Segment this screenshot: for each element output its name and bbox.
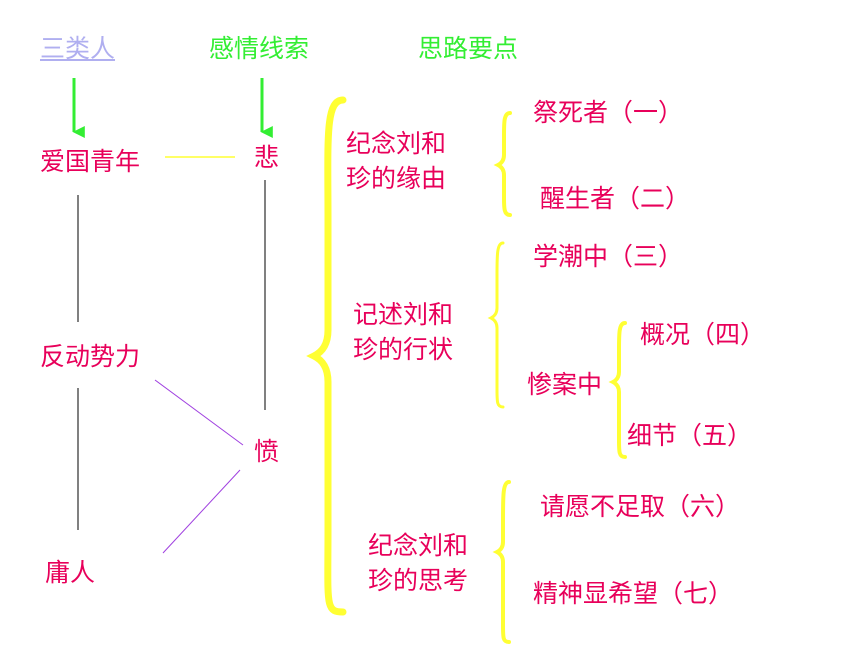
person-reactionary: 反动势力 xyxy=(40,342,141,371)
point-label-reason: 纪念刘和珍的缘由 xyxy=(346,129,447,193)
point-item-details: 细节（五） xyxy=(627,421,753,450)
point-item-student-movement: 学潮中（三） xyxy=(533,242,684,271)
connector-mediocre-anger xyxy=(162,469,241,554)
emotion-grief: 悲 xyxy=(254,143,280,172)
point-label-thoughts: 纪念刘和珍的思考 xyxy=(368,531,469,595)
person-patriotic-youth: 爱国青年 xyxy=(40,147,141,176)
point-item-awaken-living: 醒生者（二） xyxy=(540,184,691,213)
point-item-spirit-hope: 精神显希望（七） xyxy=(533,579,734,608)
brace-thoughts xyxy=(492,480,511,644)
header-emotion: 感情线索 xyxy=(209,34,310,63)
person-mediocre: 庸人 xyxy=(45,558,96,587)
emotion-anger: 愤 xyxy=(254,437,280,466)
point-label-massacre: 惨案中 xyxy=(527,370,603,399)
brace-massacre xyxy=(608,321,627,459)
point-item-petition: 请愿不足取（六） xyxy=(540,492,741,521)
point-item-mourn-dead: 祭死者（一） xyxy=(533,98,684,127)
brace-reason xyxy=(493,111,512,217)
header-people[interactable]: 三类人 xyxy=(40,34,116,63)
point-label-deeds: 记述刘和珍的行状 xyxy=(353,300,454,364)
brace-main xyxy=(306,96,347,616)
point-item-overview: 概况（四） xyxy=(640,320,766,349)
header-thinking: 思路要点 xyxy=(418,34,519,63)
connector-reactionary-anger xyxy=(154,379,244,446)
brace-deeds xyxy=(487,241,505,409)
